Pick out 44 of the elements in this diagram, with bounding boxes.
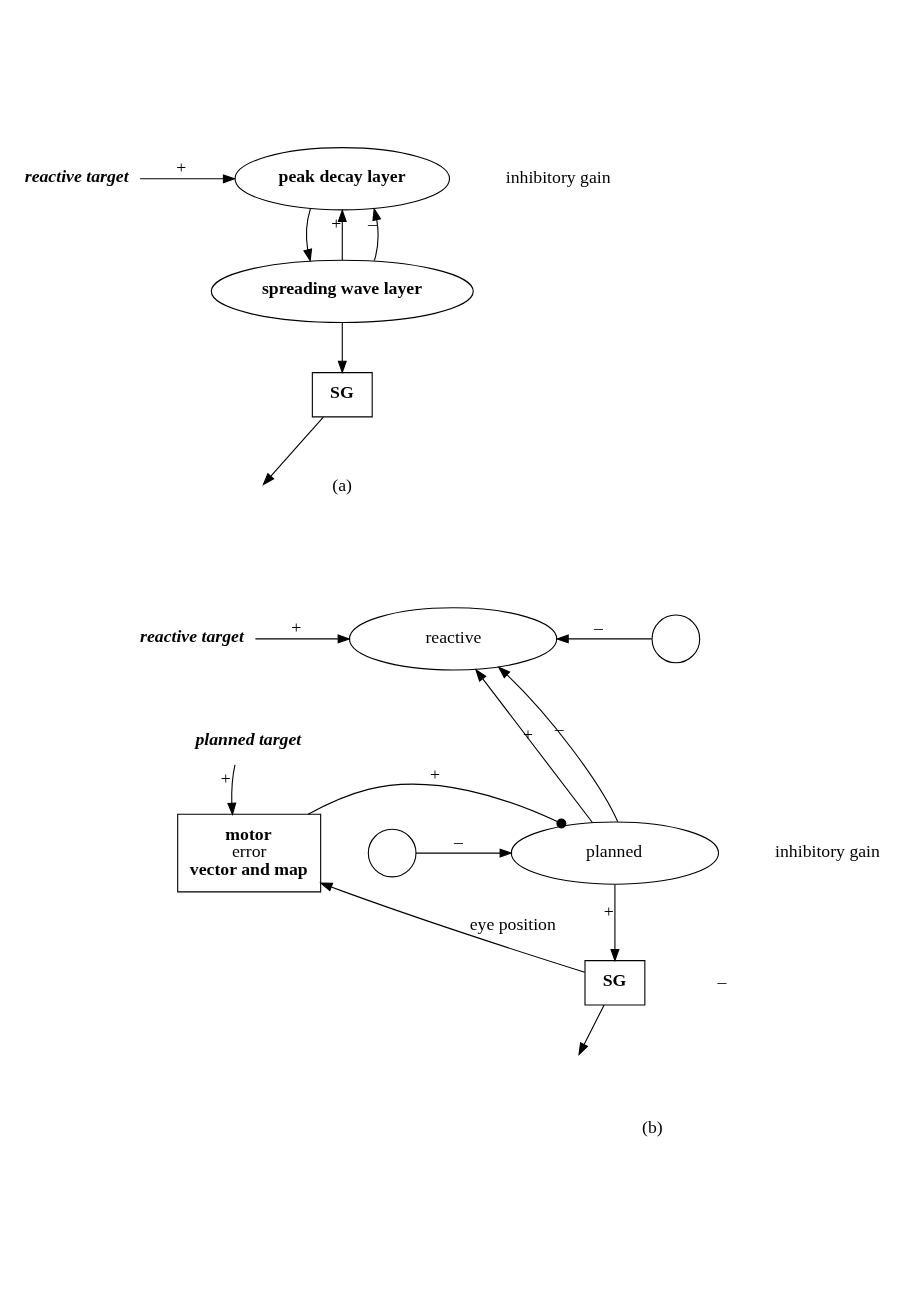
arrow xyxy=(319,882,586,973)
node-box: motor error vector and map xyxy=(177,813,322,893)
arrow xyxy=(610,884,620,963)
edge-label: eye position xyxy=(469,914,556,935)
edge-label: + xyxy=(429,764,440,785)
edge-label: – xyxy=(368,212,377,233)
label: – xyxy=(717,970,727,991)
node-text: planned target xyxy=(195,729,302,750)
arrow xyxy=(372,207,382,262)
connector xyxy=(307,783,567,829)
node-ellipse: peak decay layer xyxy=(234,147,451,211)
node-circle xyxy=(651,614,701,664)
edge-label: + xyxy=(176,157,187,178)
edge-label: + xyxy=(220,767,231,788)
node-box: SG xyxy=(311,372,373,418)
label: (a) xyxy=(332,474,352,495)
arrow xyxy=(497,666,619,823)
arrow xyxy=(262,416,324,486)
node-ellipse: reactive xyxy=(348,607,558,671)
arrow xyxy=(337,322,347,374)
node-ellipse: spreading wave layer xyxy=(210,259,474,324)
label: inhibitory gain xyxy=(775,841,880,862)
edge-label: + xyxy=(291,617,302,638)
arrow xyxy=(254,634,351,644)
arrow xyxy=(578,1004,605,1056)
edge-label: – xyxy=(594,617,603,638)
arrow xyxy=(415,848,513,858)
arrow xyxy=(337,208,347,261)
arrow xyxy=(474,668,593,823)
label: inhibitory gain xyxy=(505,167,611,187)
node-text: reactive target xyxy=(24,165,129,186)
node-text: reactive target xyxy=(140,625,244,646)
arrow xyxy=(303,208,313,263)
node-box: SG xyxy=(584,960,646,1006)
label: (b) xyxy=(642,1116,663,1137)
arrow xyxy=(555,634,653,644)
node-circle xyxy=(367,828,417,878)
edge-label: + xyxy=(331,213,342,234)
node-ellipse: planned xyxy=(510,821,720,885)
edge-label: – xyxy=(554,717,564,738)
arrow xyxy=(227,764,237,816)
edge-label: + xyxy=(603,900,614,921)
edge-label: – xyxy=(454,831,463,852)
arrow xyxy=(139,174,237,184)
